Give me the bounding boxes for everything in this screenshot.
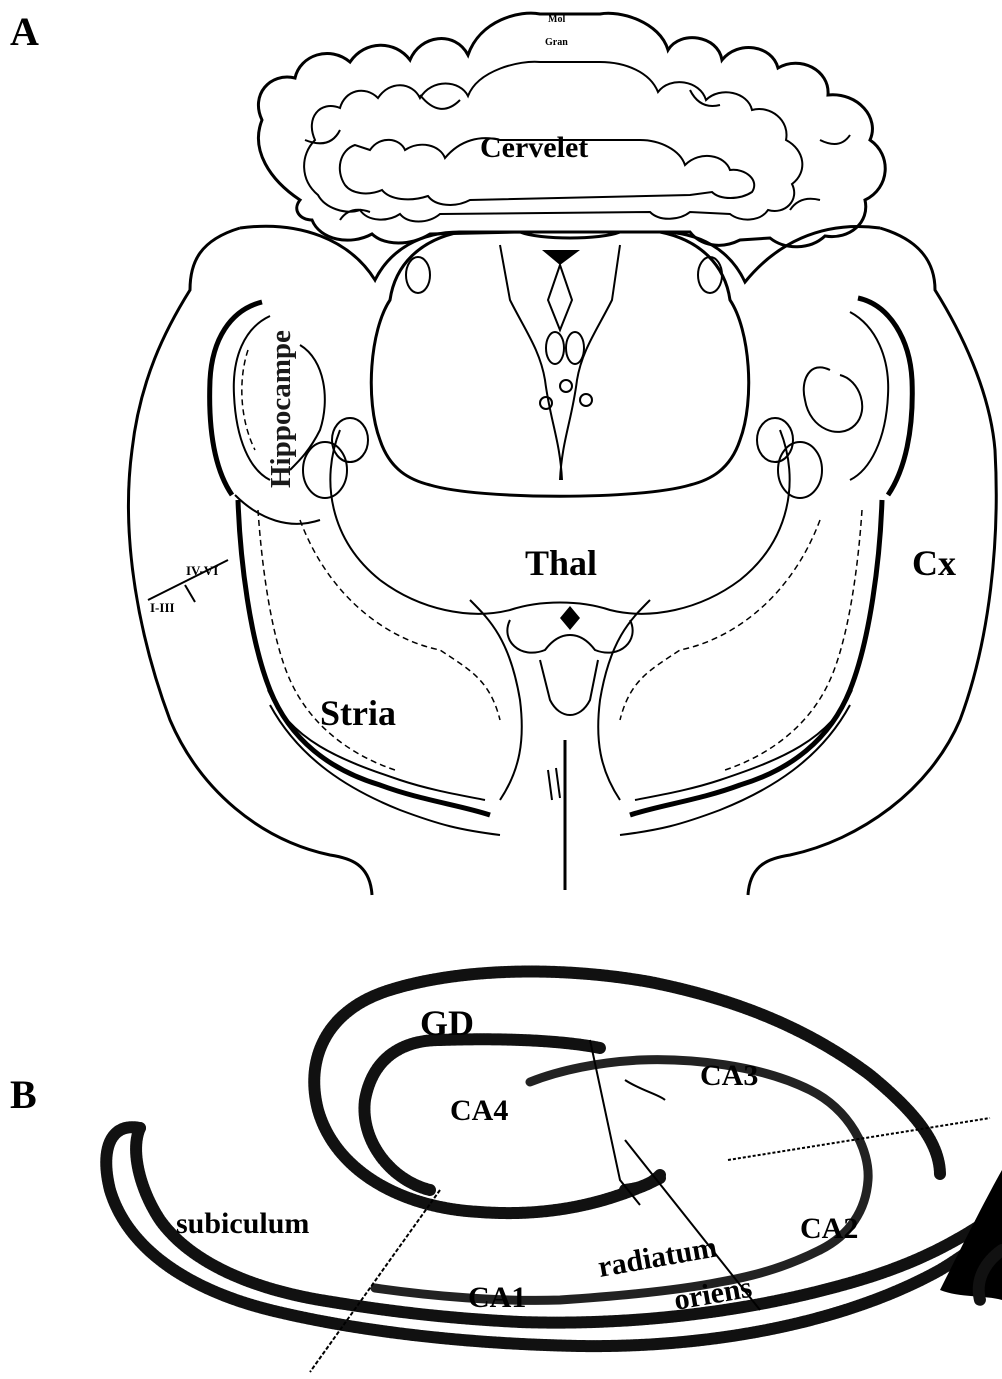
cortex-label: Cx: [912, 543, 956, 583]
panel-b: B GD CA4 CA3 CA2 CA1 subiculum radiatum …: [10, 972, 1002, 1372]
ca4-label: CA4: [450, 1094, 508, 1127]
left-hippocampus-dashed: [242, 350, 255, 450]
cortical-layers-deep-label: IV-VI: [186, 563, 218, 578]
right-hippocampus-spiral: [804, 367, 862, 432]
left-fimbria-oval: [303, 442, 347, 498]
optic-marks: [548, 768, 560, 800]
right-dashed-capsule: [725, 510, 862, 770]
ventricle-dark-region: [940, 1170, 1002, 1300]
left-hippo-bottom: [235, 495, 320, 524]
small-circle-2: [560, 380, 572, 392]
cortical-layers-superficial-label: I-III: [150, 600, 175, 615]
small-nucleus-right: [566, 332, 584, 364]
cerebellum-label: Cervelet: [480, 131, 588, 164]
ca1-label: CA1: [468, 1281, 526, 1314]
right-small-oval: [757, 418, 793, 462]
subiculum-label: subiculum: [176, 1207, 309, 1240]
small-nucleus-left: [546, 332, 564, 364]
ventricle-diamond: [548, 265, 572, 330]
hypothalamus-bottom: [540, 660, 598, 715]
panel-a: A Mol Gran Cervelet: [10, 9, 996, 895]
molecular-layer-label: Mol: [548, 14, 565, 25]
cortical-layer-tick: [185, 585, 195, 602]
right-hemisphere-outline: [748, 228, 996, 895]
subiculum-boundary-line: [310, 1190, 440, 1372]
median-eminence-mark: [560, 606, 580, 630]
left-oval: [406, 257, 430, 293]
small-circle-1: [540, 397, 552, 409]
ca3-label: CA3: [700, 1059, 758, 1092]
ca2-boundary-line: [728, 1118, 990, 1160]
striatum-label: Stria: [320, 693, 396, 733]
granular-layer-label: Gran: [545, 37, 568, 48]
cerebellum-drawing: [258, 13, 885, 247]
internal-capsule-lines: [470, 600, 650, 800]
dentate-gyrus-label: GD: [420, 1003, 474, 1043]
hippocampus-label: Hippocampe: [265, 330, 297, 488]
right-lower-line: [620, 705, 850, 835]
third-ventricle-mark: [542, 250, 580, 265]
right-oval: [698, 257, 722, 293]
right-fimbria-oval: [778, 442, 822, 498]
panel-b-letter: B: [10, 1072, 37, 1117]
right-hippocampus-inner: [850, 312, 888, 480]
ca2-label: CA2: [800, 1212, 858, 1245]
thalamus-label: Thal: [525, 543, 597, 583]
ca3-ca4-tick: [625, 1080, 665, 1100]
panel-a-letter: A: [10, 9, 39, 54]
radiatum-label: radiatum: [595, 1231, 719, 1284]
small-circle-3: [580, 394, 592, 406]
left-hemisphere-outline: [128, 228, 372, 895]
